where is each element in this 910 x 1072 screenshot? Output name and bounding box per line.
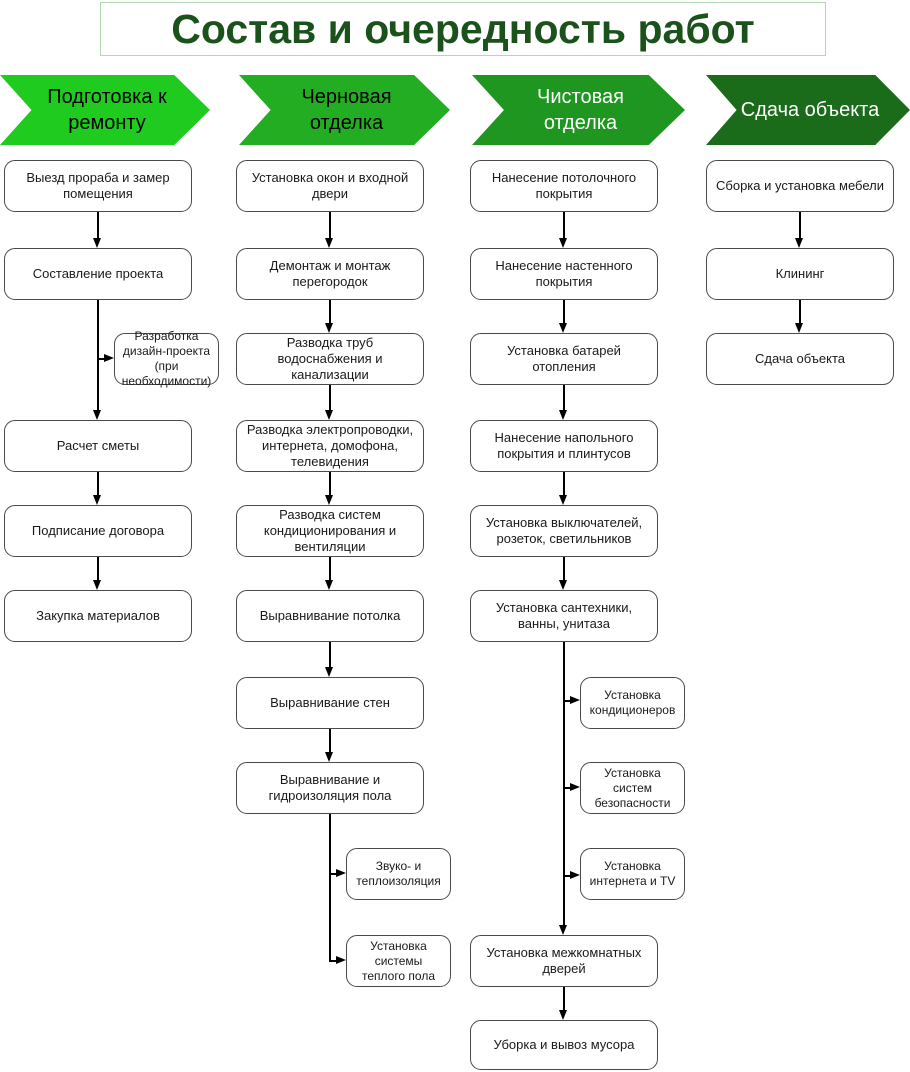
flow-side-box: Установка системы теплого пола [346,935,451,987]
flow-box: Закупка материалов [4,590,192,642]
title-box: Состав и очередность работ [100,2,826,56]
branch-line [563,875,571,877]
flow-box: Составление проекта [4,248,192,300]
flow-box: Разводка труб водоснабжения и канализаци… [236,333,424,385]
flow-box: Выравнивание и гидроизоляция пола [236,762,424,814]
flow-box: Установка окон и входной двери [236,160,424,212]
connector-line [563,212,565,239]
flow-box: Установка межкомнатных дверей [470,935,658,987]
arrowhead-down-icon [559,580,567,590]
arrowhead-down-icon [325,667,333,677]
connector-line [563,557,565,581]
arrowhead-down-icon [325,323,333,333]
flow-side-box: Разработка дизайн-проекта (при необходим… [114,329,219,388]
connector-line [329,557,331,581]
arrowhead-right-icon [336,869,346,877]
connector-line [329,300,331,324]
connector-line [563,642,565,926]
arrowhead-down-icon [325,752,333,762]
flow-box: Выезд прораба и замер помещения [4,160,192,212]
arrowhead-down-icon [795,238,803,248]
connector-line [563,385,565,411]
flow-side-box: Звуко- и теплоизоляция [346,848,451,900]
stage-arrow-chistovaya: Чистовая отделка [472,75,685,145]
flow-box: Выравнивание потолка [236,590,424,642]
arrowhead-down-icon [325,238,333,248]
stage-label: Сдача объекта [740,99,880,121]
connector-line [329,729,331,753]
flow-side-box: Установка систем безопасности [580,762,685,814]
flow-box: Уборка и вывоз мусора [470,1020,658,1070]
flow-box: Установка выключателей, розеток, светиль… [470,505,658,557]
flow-box: Нанесение настенного покрытия [470,248,658,300]
connector-line [97,300,99,411]
stage-label: Чистовая отделка [537,86,624,134]
flow-box: Нанесение потолочного покрытия [470,160,658,212]
branch-line [563,700,571,702]
arrowhead-down-icon [325,580,333,590]
connector-line [563,987,565,1011]
flow-side-box: Установка кондиционеров [580,677,685,729]
branch-line [329,960,337,962]
branch-line [563,787,571,789]
arrowhead-down-icon [93,410,101,420]
connector-line [799,212,801,239]
arrowhead-down-icon [93,495,101,505]
flow-box: Нанесение напольного покрытия и плинтусо… [470,420,658,472]
connector-line [563,472,565,496]
flow-box: Установка сантехники, ванны, унитаза [470,590,658,642]
arrowhead-down-icon [559,238,567,248]
connector-line [329,385,331,411]
arrowhead-down-icon [559,495,567,505]
arrowhead-right-icon [336,956,346,964]
stage-label: Подготовка к ремонту [47,86,167,134]
connector-line [329,472,331,496]
arrowhead-down-icon [325,410,333,420]
arrowhead-right-icon [570,871,580,879]
stage-arrow-chernovaya: Черновая отделка [239,75,450,145]
arrowhead-down-icon [795,323,803,333]
connector-line [329,212,331,239]
connector-line [97,472,99,496]
arrowhead-down-icon [559,1010,567,1020]
stage-arrow-sdacha: Сдача объекта [706,75,910,145]
stage-arrow-podgotovka: Подготовка к ремонту [0,75,210,145]
stage-label: Черновая отделка [301,86,392,134]
connector-line [799,300,801,324]
flow-box: Расчет сметы [4,420,192,472]
flow-side-box: Установка интернета и TV [580,848,685,900]
branch-line [97,358,105,360]
arrowhead-right-icon [570,696,580,704]
flow-box: Сдача объекта [706,333,894,385]
flow-box: Сборка и установка мебели [706,160,894,212]
arrowhead-down-icon [559,925,567,935]
arrowhead-down-icon [559,410,567,420]
flow-box: Клининг [706,248,894,300]
connector-line [329,814,331,961]
flow-box: Разводка систем кондиционирования и вент… [236,505,424,557]
arrowhead-down-icon [559,323,567,333]
arrowhead-down-icon [93,580,101,590]
arrowhead-right-icon [104,354,114,362]
connector-line [97,212,99,239]
arrowhead-down-icon [325,495,333,505]
flow-box: Выравнивание стен [236,677,424,729]
arrowhead-down-icon [93,238,101,248]
arrowhead-right-icon [570,783,580,791]
branch-line [329,873,337,875]
flow-box: Демонтаж и монтаж перегородок [236,248,424,300]
page-title: Состав и очередность работ [171,5,755,52]
connector-line [563,300,565,324]
flow-box: Подписание договора [4,505,192,557]
connector-line [329,642,331,668]
connector-line [97,557,99,581]
flow-box: Установка батарей отопления [470,333,658,385]
flow-box: Разводка электропроводки, интернета, дом… [236,420,424,472]
